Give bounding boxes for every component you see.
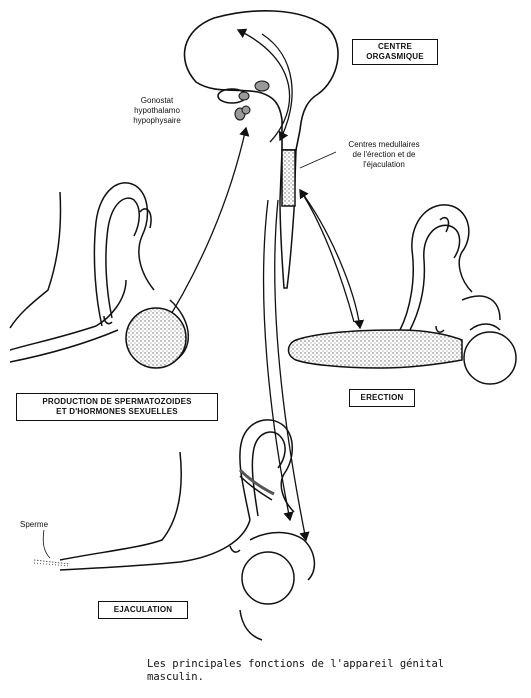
bottom-organ [59, 419, 316, 641]
right-organ [287, 204, 517, 385]
brain [183, 10, 339, 151]
centres-pointer [299, 151, 337, 169]
erection-label: ERECTION [349, 389, 415, 407]
spinal-cord [279, 149, 297, 289]
sperm-pointer [42, 529, 51, 559]
spinal-centres-label: Centres medullaires de l'érection et de … [348, 140, 420, 169]
sperm-marks [33, 559, 71, 567]
arrows [159, 28, 365, 542]
left-organ [9, 182, 190, 369]
figure-caption: Les principales fonctions de l'appareil … [147, 658, 445, 683]
orgasm-center-label: CENTRE ORGASMIQUE [352, 39, 438, 65]
sperm-label: Sperme [20, 520, 49, 529]
production-label: PRODUCTION DE SPERMATOZOIDES ET D'HORMON… [16, 393, 218, 421]
hypothalamus-pituitary-icon [234, 80, 270, 121]
gonostat-label: Gonostat hypothalamo hypophysaire [133, 96, 181, 125]
ejaculation-label: EJACULATION [98, 601, 188, 619]
